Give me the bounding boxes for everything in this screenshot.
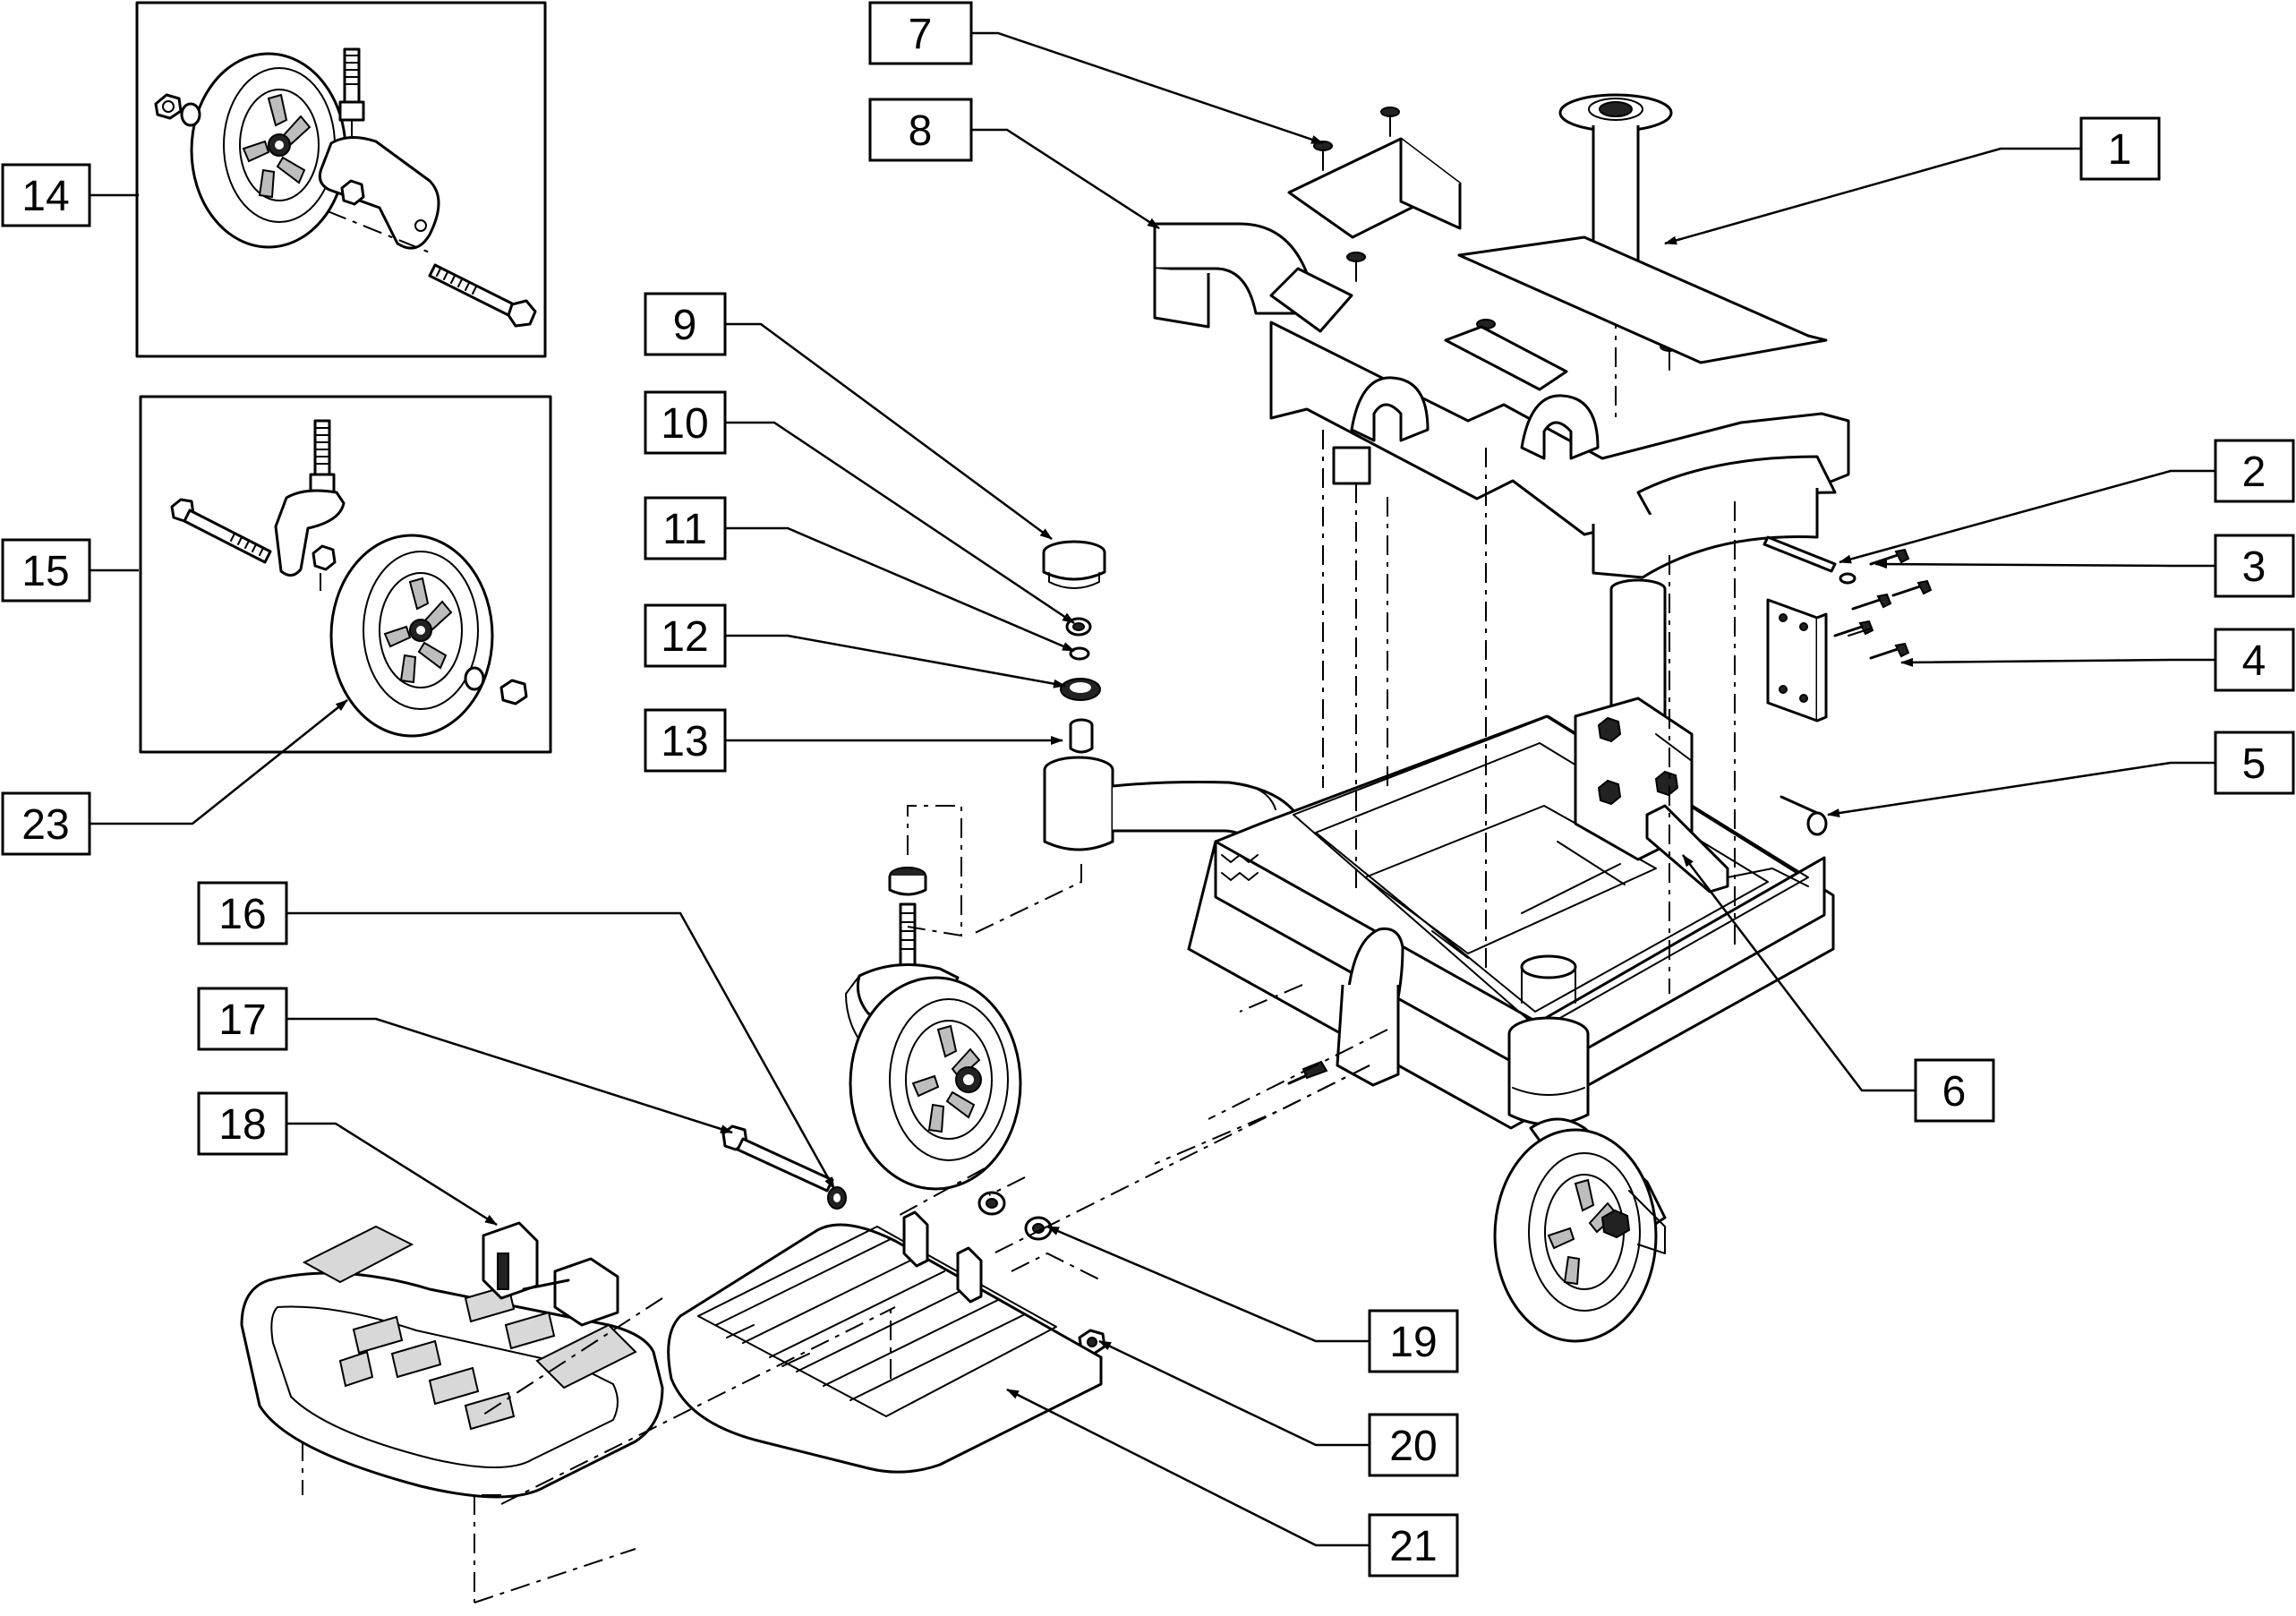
detail-box-14 (135, 1, 547, 358)
callout-8: 8 (868, 98, 973, 162)
callout-5: 5 (2214, 731, 2295, 795)
callout-label: 18 (218, 1101, 266, 1149)
front-caster-assembly (845, 867, 1022, 1191)
callout-6: 6 (1914, 1058, 1995, 1123)
detail-box-15 (139, 395, 552, 754)
callout-label: 17 (218, 996, 266, 1044)
pin-2-part (1763, 535, 1837, 573)
callout-label: 9 (673, 302, 697, 349)
callout-19: 19 (1368, 1309, 1459, 1373)
rear-caster-assembly (1493, 1117, 1667, 1343)
axle-bolt-icon (170, 498, 272, 564)
callout-label: 10 (661, 400, 708, 448)
end-cap-part (1042, 540, 1106, 589)
footplate-frame-part (667, 1210, 1103, 1474)
base-frame-part (1043, 578, 1835, 1130)
callout-label: 5 (2242, 740, 2266, 788)
callout-10: 10 (644, 390, 727, 455)
caster-wheel-icon (190, 52, 347, 249)
callout-label: 7 (909, 11, 933, 58)
callout-18: 18 (197, 1091, 288, 1156)
bolts-4-part (1848, 628, 1910, 660)
callout-16: 16 (197, 881, 288, 945)
callout-label: 14 (21, 173, 69, 220)
bolts-3-part (1833, 548, 1933, 637)
leader-lines (90, 31, 2215, 1547)
callout-17: 17 (197, 987, 288, 1051)
footplate-pad-part (240, 1221, 664, 1499)
caster-fork-icon (274, 489, 346, 577)
callout-3: 3 (2214, 534, 2295, 598)
washer-icon (180, 102, 201, 127)
callout-15: 15 (1, 538, 91, 603)
callout-21: 21 (1368, 1513, 1459, 1578)
callout-label: 11 (662, 506, 707, 553)
caster-wheel-icon (329, 534, 494, 738)
callout-14: 14 (1, 163, 91, 227)
spacer-13-part (1069, 718, 1094, 754)
bearing-12-part (1060, 678, 1101, 701)
callout-11: 11 (644, 496, 727, 560)
callout-label: 1 (2108, 126, 2132, 174)
callout-9: 9 (644, 292, 727, 356)
callout-label: 15 (21, 548, 69, 595)
callout-20: 20 (1368, 1413, 1459, 1477)
callout-label: 6 (1942, 1068, 1967, 1116)
mount-plate-part (1763, 535, 1933, 836)
hex-nut-icon (499, 679, 528, 705)
callout-label: 3 (2242, 543, 2266, 591)
callout-label: 21 (1389, 1523, 1437, 1570)
callout-label: 12 (661, 613, 708, 661)
callout-label: 19 (1389, 1319, 1437, 1366)
callout-4: 4 (2214, 628, 2295, 692)
axle-bolt-icon (428, 263, 537, 328)
hex-nut-icon (154, 93, 183, 120)
callout-label: 20 (1389, 1423, 1437, 1470)
callout-7: 7 (868, 1, 973, 65)
washer-icon (464, 666, 485, 691)
pin-5-part (1780, 795, 1828, 836)
stem-bolt-icon (338, 47, 365, 159)
callout-13: 13 (644, 708, 727, 773)
seat-frame-part (1153, 137, 1850, 579)
callout-12: 12 (644, 603, 727, 668)
caster-fork-icon (318, 136, 440, 250)
hardware-16-17-19-20 (721, 1060, 1328, 1355)
washer-11-part (1069, 646, 1090, 661)
callout-label: 23 (21, 801, 69, 849)
cap-bearing-stack (1042, 540, 1106, 754)
stem-bolt-icon (309, 419, 336, 494)
callout-label: 8 (909, 107, 933, 155)
callout-label: 4 (2242, 637, 2266, 685)
callout-2: 2 (2214, 439, 2295, 503)
callout-1: 1 (2079, 116, 2161, 181)
callout-label: 16 (218, 891, 266, 938)
callout-label: 2 (2242, 449, 2266, 496)
callout-label: 13 (661, 718, 708, 765)
alignment-lines (302, 430, 1736, 1603)
callout-23: 23 (1, 791, 91, 856)
